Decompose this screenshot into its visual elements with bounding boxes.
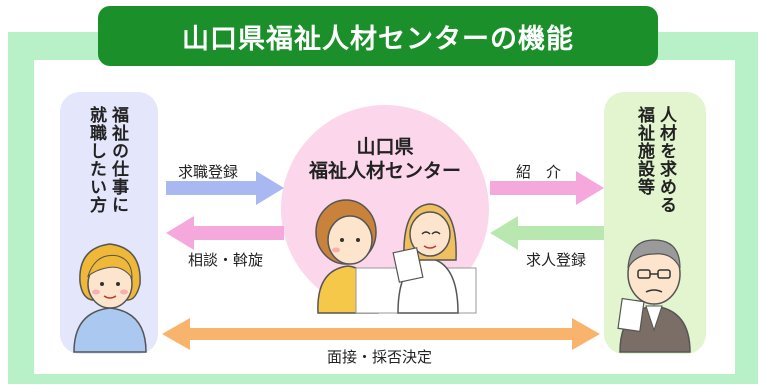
facility-staff-figure [617,239,691,353]
center-title-line2: 福祉人材センター [308,160,461,182]
arrow-job-offer-registration [490,216,604,250]
label-consult-mediation: 相談・斡旋 [188,251,264,269]
center-staff-figures [315,199,477,314]
job-seeker-label-col1: 福祉の仕事に [108,106,128,214]
job-seeker-label-col2: 就職したい方 [86,106,106,214]
center-title-line1: 山口県 [356,136,414,158]
arrow-job-seek-registration [166,171,284,205]
facility-label-col2: 福祉施設等 [634,106,654,196]
arrow-interview-decision [162,318,600,350]
job-seeker-figure [73,243,147,353]
label-introduction: 紹 介 [516,163,562,181]
label-job-seek-registration: 求職登録 [178,163,239,181]
arrow-consult-mediation [166,216,284,250]
page-title: 山口県福祉人材センターの機能 [98,6,658,66]
facility-label-col1: 人材を求める [656,106,676,214]
arrow-introduction [490,171,604,205]
page-title-text: 山口県福祉人材センターの機能 [182,23,574,55]
label-interview-decision: 面接・採否決定 [327,348,433,366]
label-job-offer-registration: 求人登録 [526,251,587,269]
